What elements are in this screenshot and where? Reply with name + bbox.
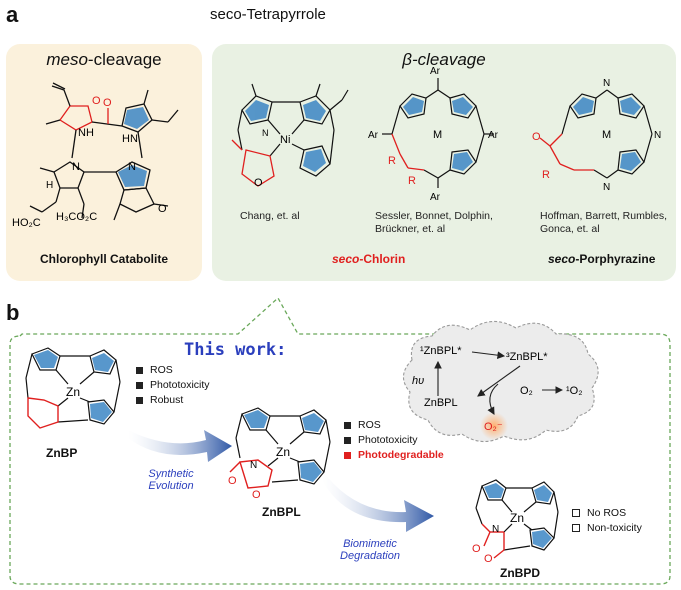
synthetic-label-line-1: Synthetic <box>148 468 194 480</box>
znbpd-n-label: N <box>492 524 499 535</box>
meso-header-prefix: meso <box>46 50 88 69</box>
porphyrin-caption-line-2: Brückner, et. al <box>375 223 446 235</box>
synthetic-evolution-arrow <box>128 430 232 462</box>
znbpd-o-label-1: O <box>472 543 481 555</box>
porphyrazine-caption-line-2: Gonca, et. al <box>540 223 600 235</box>
chlorophyll-catabolite-name: Chlorophyll Catabolite <box>39 252 168 266</box>
znbp-prop-robust: Robust <box>136 393 210 408</box>
biomimetic-degradation-arrow <box>322 470 434 532</box>
znbp-structure: Zn <box>25 347 121 429</box>
beta-cleavage-box <box>212 44 676 281</box>
seco-porphyrin-structure: M Ar Ar Ar Ar R R <box>368 66 499 203</box>
porphyrin-ar-top: Ar <box>430 66 441 77</box>
this-work-title: This work: <box>184 340 287 360</box>
znbpd-name: ZnBPD <box>500 566 540 580</box>
biomimetic-label-line-2: Degradation <box>340 550 400 562</box>
meso-n-label-1: N <box>72 161 80 173</box>
panel-a-letter: a <box>6 2 19 27</box>
meso-header: meso-cleavage <box>6 50 202 70</box>
seco-porphyrazine-name: seco-Porphyrazine <box>548 252 655 266</box>
synthetic-evolution-label: Synthetic Evolution <box>136 468 206 492</box>
meso-cleavage-box <box>6 44 202 281</box>
porphyrazine-o-label: O <box>532 131 541 143</box>
seco-chlorin-structure: Ni N O <box>231 83 349 189</box>
singlet-o2-label: ¹O₂ <box>566 385 583 397</box>
superoxide-label: O₂⁻ <box>484 421 503 433</box>
meso-nh-label: NH <box>78 127 94 139</box>
synthetic-label-line-2: Evolution <box>148 480 194 492</box>
znbpl-prop-phototoxicity: Phototoxicity <box>344 433 444 448</box>
znbpd-structure: Zn N O O <box>472 479 559 562</box>
porphyrin-caption-line-1: Sessler, Bonnet, Dolphin, <box>375 210 493 222</box>
znbpl-properties: ROS Phototoxicity Photodegradable <box>344 418 444 463</box>
meso-o-label-3: O <box>158 203 167 215</box>
s1-state: ¹ZnBPL* <box>420 345 462 357</box>
meso-header-suffix: -cleavage <box>87 50 162 69</box>
meso-o-label-1: O <box>92 95 101 107</box>
seco-porphyrazine-structure: M N N N O R <box>532 78 661 193</box>
porphyrin-ar-right: Ar <box>488 130 499 141</box>
hv-label: hυ <box>412 375 424 387</box>
znbpd-properties: No ROS Non-toxicity <box>572 506 642 536</box>
chlorophyll-catabolite-structure: O O NH HN N N H O HO₂C H₃CO₂C <box>12 82 179 229</box>
znbp-properties: ROS Phototoxicity Robust <box>136 363 210 408</box>
beta-header: β-cleavage <box>402 50 486 69</box>
o2-label: O₂ <box>520 385 533 397</box>
znbpl-structure: Zn N O O <box>228 407 331 500</box>
znbpd-prop-non-toxicity: Non-toxicity <box>572 521 642 536</box>
znbpl-o-label-1: O <box>228 475 237 487</box>
znbpl-zn-label: Zn <box>276 445 290 459</box>
porphyrazine-caption: Hoffman, Barrett, Rumbles, Gonca, et. al <box>540 210 667 236</box>
znbpd-zn-label: Zn <box>510 511 524 525</box>
porphyrazine-m-label: M <box>602 129 611 141</box>
biomimetic-degradation-label: Biomimetic Degradation <box>330 538 410 562</box>
meso-h3co2c-label: H₃CO₂C <box>56 211 97 223</box>
biomimetic-label-line-1: Biomimetic <box>343 538 397 550</box>
porphyrazine-caption-line-1: Hoffman, Barrett, Rumbles, <box>540 210 668 222</box>
porphyrazine-n-top: N <box>603 78 610 89</box>
seco-porphyrazine-prefix: seco <box>548 252 576 266</box>
znbpl-name: ZnBPL <box>262 505 301 519</box>
meso-h-label: H <box>46 180 53 191</box>
photochemistry-cycle: ¹ZnBPL* ³ZnBPL* ZnBPL hυ O₂ ¹O₂ O₂⁻ <box>412 345 583 440</box>
porphyrin-caption: Sessler, Bonnet, Dolphin, Brückner, et. … <box>375 210 493 236</box>
panel-b-letter: b <box>6 300 20 325</box>
porphyrin-r-label-2: R <box>408 175 416 187</box>
meso-hn-label: HN <box>122 133 138 145</box>
porphyrazine-r-label: R <box>542 169 550 181</box>
znbpl-n-label: N <box>250 460 257 471</box>
chlorin-n-label: N <box>262 128 269 138</box>
znbp-prop-ros: ROS <box>136 363 210 378</box>
meso-o-label-2: O <box>103 97 112 109</box>
seco-chlorin-prefix: seco <box>332 252 360 266</box>
ground-state: ZnBPL <box>424 397 458 409</box>
porphyrin-ar-bottom: Ar <box>430 192 441 203</box>
meso-n-label-2: N <box>128 161 136 173</box>
znbpd-o-label-2: O <box>484 553 493 562</box>
porphyrazine-n-bottom: N <box>603 182 610 193</box>
chlorin-caption: Chang, et. al <box>240 210 300 222</box>
porphyrazine-n-right: N <box>654 130 661 141</box>
znbpl-prop-photodegradable: Photodegradable <box>344 448 444 463</box>
seco-chlorin-suffix: -Chlorin <box>359 252 406 266</box>
panel-a-title: seco-Tetrapyrrole <box>210 6 326 23</box>
znbp-zn-label: Zn <box>66 385 80 399</box>
seco-porphyrazine-suffix: -Porphyrazine <box>575 252 656 266</box>
porphyrin-m-label: M <box>433 129 442 141</box>
znbpl-prop-ros: ROS <box>344 418 444 433</box>
meso-ho2c-label: HO₂C <box>12 217 41 229</box>
seco-chlorin-name: seco-Chlorin <box>332 252 405 266</box>
znbp-prop-phototoxicity: Phototoxicity <box>136 378 210 393</box>
porphyrin-ar-left: Ar <box>368 130 379 141</box>
t1-state: ³ZnBPL* <box>506 351 548 363</box>
znbpl-o-label-2: O <box>252 489 261 500</box>
znbp-name: ZnBP <box>46 446 78 460</box>
znbpd-prop-no-ros: No ROS <box>572 506 642 521</box>
porphyrin-r-label-1: R <box>388 155 396 167</box>
chlorin-o-label: O <box>254 177 263 189</box>
chlorin-ni-label: Ni <box>280 134 290 146</box>
